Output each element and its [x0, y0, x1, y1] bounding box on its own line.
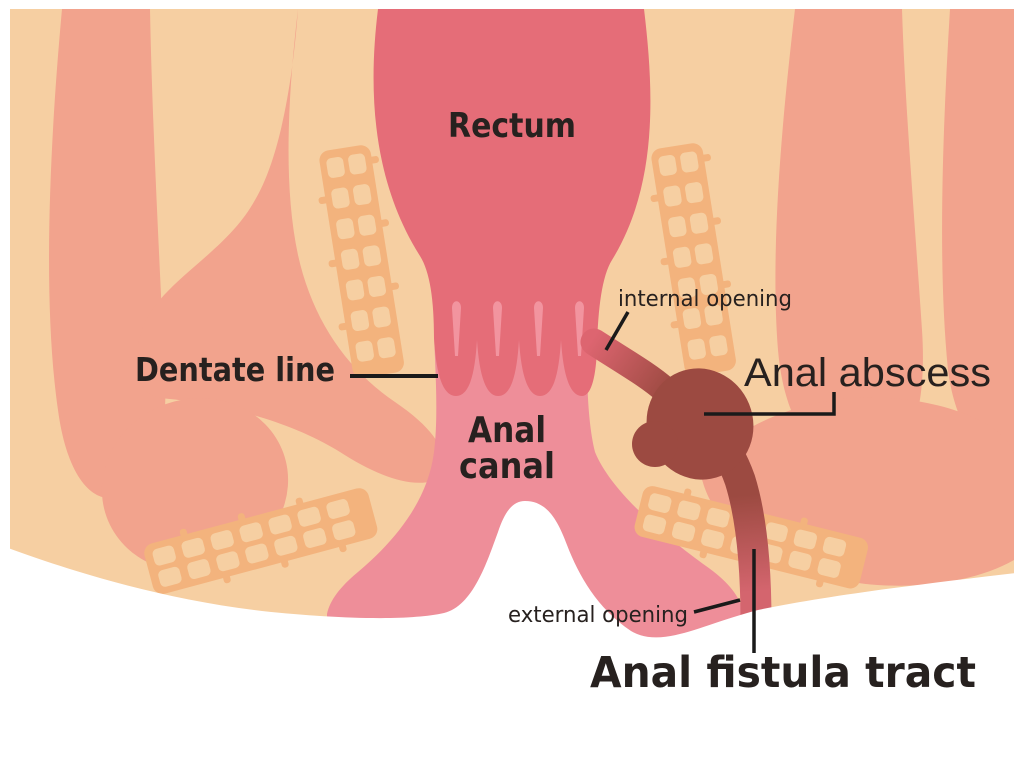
muscle-band-right-outer: [942, 9, 1014, 466]
sphincter-mesh-upper-left: [318, 145, 404, 378]
muscle-bands: [49, 9, 1014, 586]
sphincter-mesh-upper-right: [650, 143, 736, 376]
left-margin: [0, 0, 10, 770]
rectum-label: Rectum: [448, 106, 576, 146]
external-opening-pointer: [693, 598, 741, 614]
anal-abscess-label: Anal abscess: [744, 351, 991, 395]
internal-opening-pointer: [604, 311, 630, 351]
anal-column: [452, 301, 461, 356]
anal-canal-shape: [327, 336, 745, 655]
anal-canal-label-line2: canal: [459, 446, 555, 487]
fistula-internal-branch: [580, 328, 679, 404]
rectum-shape: [373, 9, 651, 396]
dentate-line-label: Dentate line: [135, 350, 335, 389]
pointer-lines: [350, 311, 836, 653]
muscle-band-left-outer: [49, 9, 166, 499]
internal-opening-label: internal opening: [618, 287, 792, 312]
anal-fistula-tract-label: Anal fistula tract: [590, 648, 976, 698]
muscle-band-left-inner: [136, 9, 445, 483]
right-margin: [1014, 0, 1024, 770]
anal-column: [534, 301, 543, 356]
anal-abscess-pointer: [704, 392, 836, 416]
labels: Rectum Dentate line internal opening Ana…: [135, 106, 991, 698]
body-lower-outline: [0, 501, 1024, 770]
anal-column: [493, 301, 502, 356]
external-opening-label: external opening: [508, 603, 688, 628]
top-margin: [0, 0, 1024, 9]
sphincter-mesh-lower-left: [144, 488, 378, 594]
muscle-band-right-inner: [775, 9, 923, 471]
anal-canal-label-line1: Anal: [468, 410, 546, 451]
abscess-bump: [632, 421, 678, 467]
